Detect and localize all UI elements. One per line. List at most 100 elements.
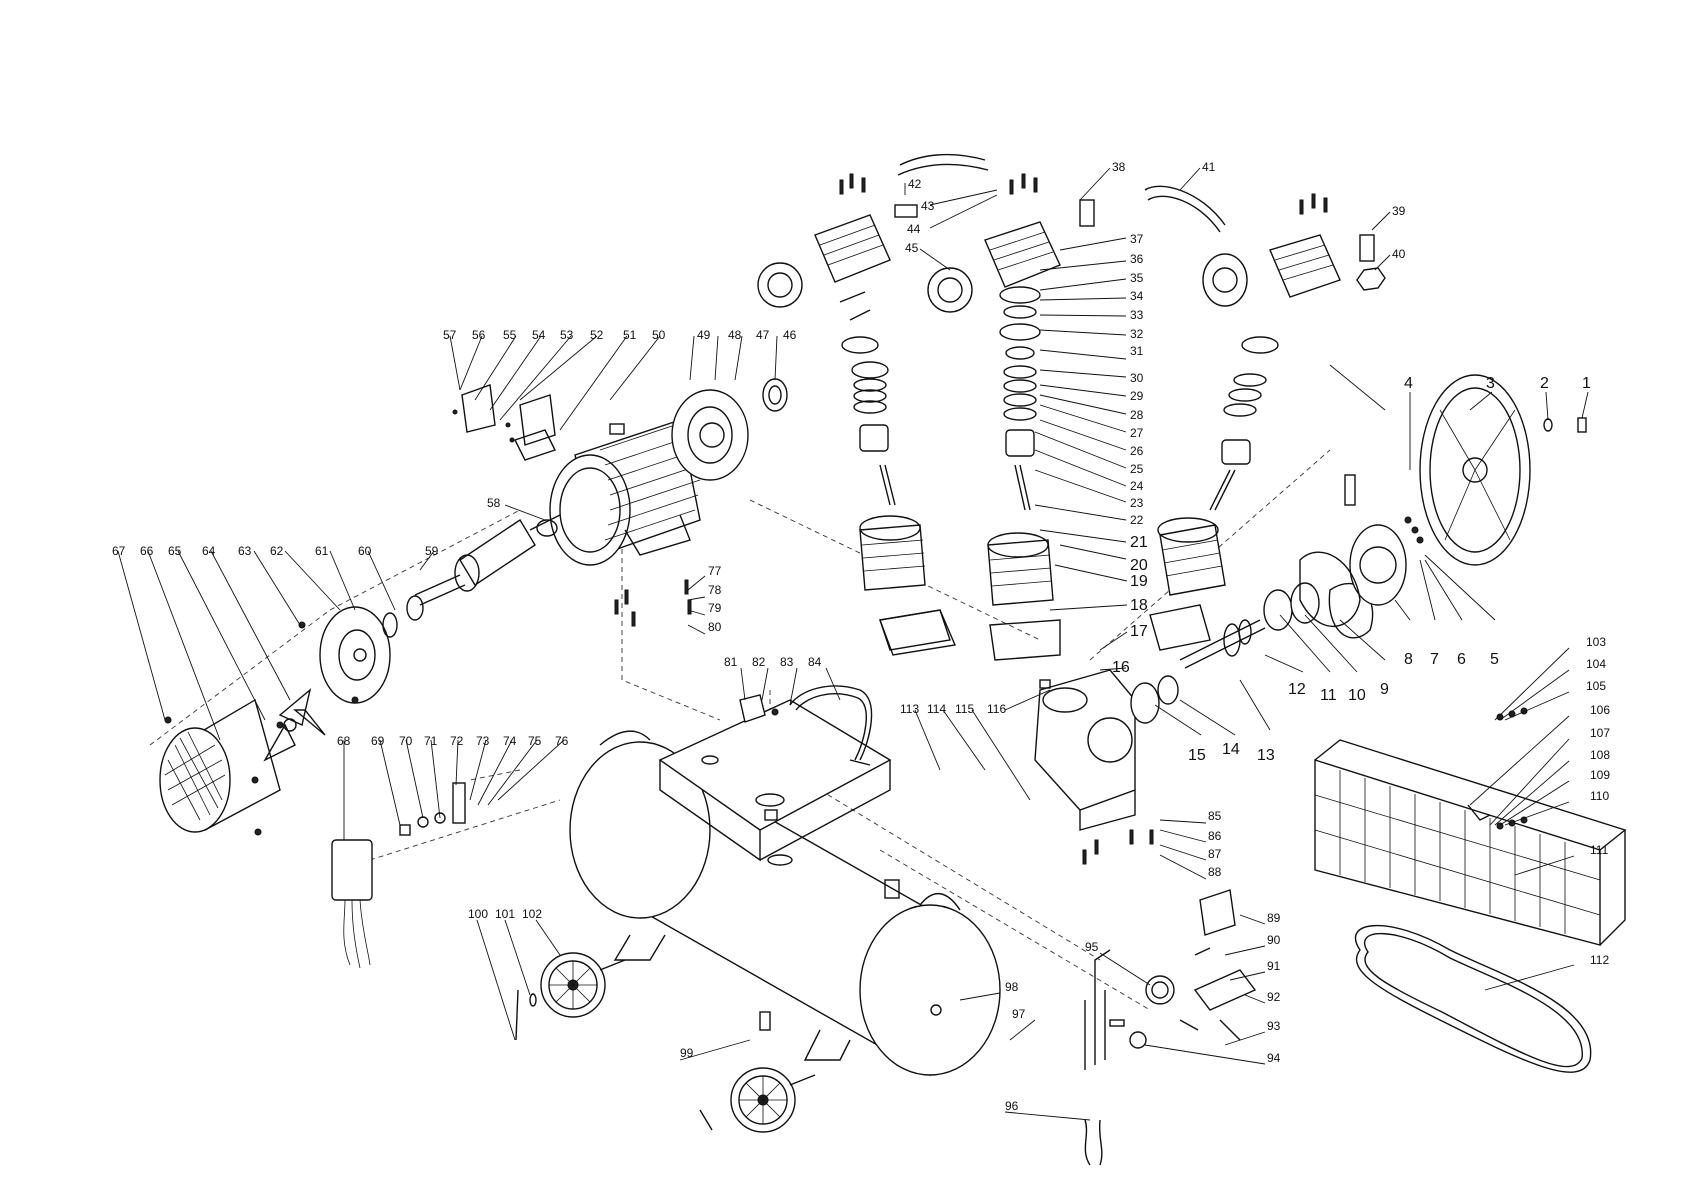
part-label: 66	[140, 544, 154, 558]
part-label: 25	[1130, 462, 1144, 476]
part-label: 95	[1085, 940, 1099, 954]
part-label: 29	[1130, 389, 1144, 403]
part-label: 48	[728, 328, 742, 342]
part-label: 114	[927, 702, 946, 716]
v-belt	[1354, 924, 1592, 1073]
part-label: 16	[1112, 659, 1130, 676]
part-label: 69	[371, 734, 385, 748]
part-label: 49	[697, 328, 711, 342]
part-label: 100	[468, 907, 488, 921]
part-label: 105	[1586, 679, 1606, 693]
part-labels: 1 2 3 4 5 6 7 8 9 10 11 12 13 14 15 16 1…	[112, 160, 1610, 1121]
part-label: 13	[1257, 747, 1275, 764]
part-label: 51	[623, 328, 637, 342]
part-label: 17	[1130, 623, 1148, 640]
part-label: 91	[1267, 959, 1281, 973]
part-label: 27	[1130, 426, 1144, 440]
part-label: 21	[1130, 534, 1148, 551]
part-label: 61	[315, 544, 329, 558]
part-label: 47	[756, 328, 770, 342]
part-label: 46	[783, 328, 797, 342]
part-label: 65	[168, 544, 182, 558]
part-label: 68	[337, 734, 351, 748]
part-label: 71	[424, 734, 438, 748]
belt-guard	[1314, 739, 1627, 946]
compressor-head-right	[1149, 234, 1341, 651]
part-label: 41	[1202, 160, 1216, 174]
wheel-right	[730, 1067, 816, 1133]
part-label: 75	[528, 734, 542, 748]
capacitor	[331, 782, 466, 969]
part-label: 72	[450, 734, 464, 748]
part-label: 35	[1130, 271, 1144, 285]
part-label: 42	[908, 177, 922, 191]
part-label: 84	[808, 655, 822, 669]
part-label: 30	[1130, 371, 1144, 385]
part-label: 2	[1540, 375, 1549, 392]
part-label: 26	[1130, 444, 1144, 458]
part-label: 52	[590, 328, 604, 342]
part-label: 90	[1267, 933, 1281, 947]
part-label: 73	[476, 734, 490, 748]
part-label: 80	[708, 620, 722, 634]
part-label: 88	[1208, 865, 1222, 879]
part-label: 53	[560, 328, 574, 342]
part-label: 64	[202, 544, 216, 558]
part-label: 85	[1208, 809, 1222, 823]
part-label: 76	[555, 734, 569, 748]
part-label: 36	[1130, 252, 1144, 266]
part-label: 70	[399, 734, 413, 748]
part-label: 22	[1130, 513, 1144, 527]
part-label: 79	[708, 601, 722, 615]
part-label: 40	[1392, 247, 1406, 261]
wheel-left	[540, 952, 626, 1018]
part-label: 111	[1590, 843, 1609, 857]
part-label: 31	[1130, 344, 1144, 358]
part-label: 3	[1486, 375, 1495, 392]
part-label: 54	[532, 328, 546, 342]
air-tank	[569, 699, 1001, 1077]
part-label: 86	[1208, 829, 1222, 843]
part-label: 74	[503, 734, 517, 748]
part-label: 116	[987, 702, 1006, 716]
part-label: 18	[1130, 597, 1148, 614]
part-label: 89	[1267, 911, 1281, 925]
part-label: 6	[1457, 651, 1466, 668]
pulley	[1344, 374, 1587, 566]
part-label: 57	[443, 328, 457, 342]
part-label: 10	[1348, 687, 1366, 704]
part-label: 109	[1590, 768, 1610, 782]
part-label: 8	[1404, 651, 1413, 668]
electric-motor	[159, 378, 788, 833]
part-label: 50	[652, 328, 666, 342]
part-label: 93	[1267, 1019, 1281, 1033]
part-label: 81	[724, 655, 738, 669]
part-label: 108	[1590, 748, 1610, 762]
check-valve-hose	[739, 685, 873, 766]
part-label: 44	[907, 222, 921, 236]
part-label: 32	[1130, 327, 1144, 341]
part-label: 94	[1267, 1051, 1281, 1065]
part-label: 45	[905, 241, 919, 255]
part-label: 107	[1590, 726, 1610, 740]
compressor-head-center	[927, 221, 1061, 661]
part-label: 9	[1380, 681, 1389, 698]
part-label: 43	[921, 199, 935, 213]
part-label: 60	[358, 544, 372, 558]
part-label: 104	[1586, 657, 1606, 671]
part-label: 58	[487, 496, 501, 510]
crankcase	[1034, 669, 1136, 831]
part-label: 77	[708, 564, 722, 578]
part-label: 37	[1130, 232, 1144, 246]
part-label: 113	[900, 702, 919, 716]
part-label: 39	[1392, 204, 1406, 218]
compressor-head-left	[757, 214, 951, 651]
part-label: 33	[1130, 308, 1144, 322]
part-label: 4	[1404, 375, 1413, 392]
assembly-drawing	[149, 153, 1627, 1166]
part-label: 101	[495, 907, 515, 921]
part-label: 34	[1130, 289, 1144, 303]
pressure-switch-assembly	[1109, 889, 1257, 1049]
leader-lines	[117, 167, 1589, 1121]
